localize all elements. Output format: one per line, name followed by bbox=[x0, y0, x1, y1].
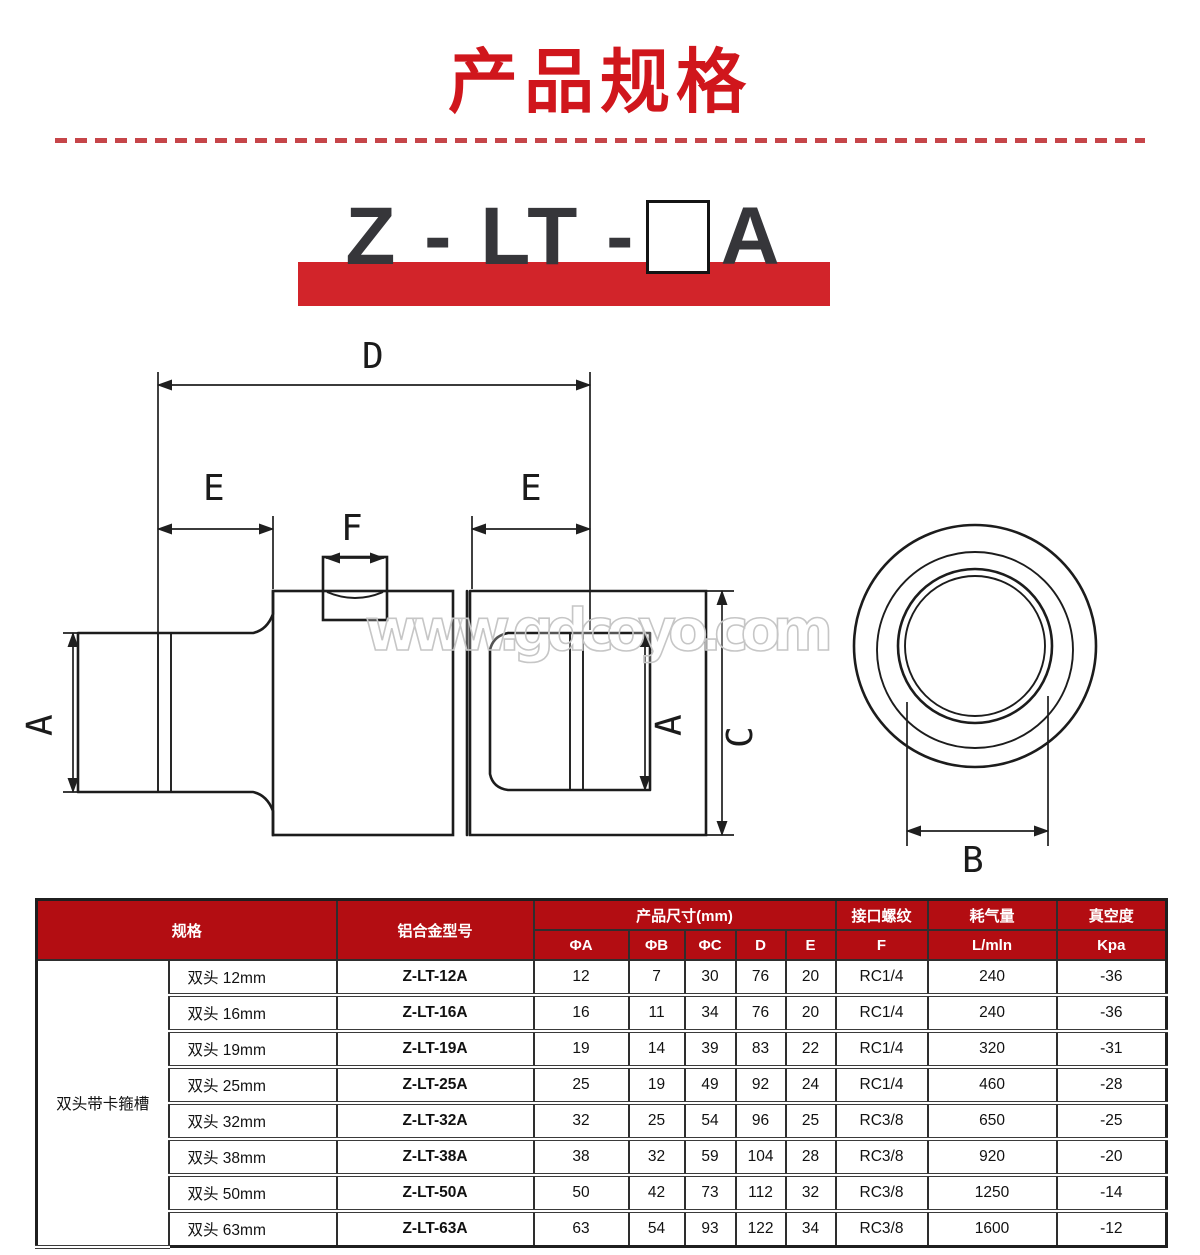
dim-label-a-left: A bbox=[20, 714, 61, 736]
header-thread-group: 接口螺纹 bbox=[834, 898, 929, 931]
dim-label-e-left: E bbox=[203, 468, 225, 509]
model-code-banner: Z - LT - A bbox=[298, 196, 830, 308]
header-air-sub: L/mln bbox=[926, 929, 1058, 961]
page-title: 产品规格 bbox=[448, 43, 752, 121]
table-row: 双头 32mm Z-LT-32A 32 25 54 96 25 RC3/8 65… bbox=[37, 1102, 1168, 1141]
model-placeholder-box bbox=[646, 200, 711, 274]
dim-label-c: C bbox=[720, 726, 761, 748]
model-prefix: Z - LT - bbox=[345, 191, 637, 282]
table-row: 双头 63mm Z-LT-63A 63 54 93 122 34 RC3/8 1… bbox=[37, 1210, 1168, 1248]
table-row: 双头 50mm Z-LT-50A 50 42 73 112 32 RC3/8 1… bbox=[37, 1174, 1168, 1213]
header-vacuum-sub: Kpa bbox=[1055, 929, 1168, 961]
dim-label-d: D bbox=[362, 336, 384, 377]
header-vacuum-group: 真空度 bbox=[1055, 898, 1168, 931]
technical-drawing: D E E F A A C B www.gdcoyo.com bbox=[20, 336, 1098, 881]
header-air-group: 耗气量 bbox=[926, 898, 1058, 931]
model-code: Z - LT - A bbox=[298, 196, 830, 278]
group-label-cell: 双头带卡箍槽 bbox=[35, 959, 170, 1249]
header-phi-c: ΦC bbox=[683, 929, 737, 961]
table-row: 双头 38mm Z-LT-38A 38 32 59 104 28 RC3/8 9… bbox=[37, 1138, 1168, 1177]
front-view: B bbox=[852, 523, 1098, 881]
header-e: E bbox=[784, 929, 837, 961]
dimension-lines: D E E F A A C bbox=[20, 336, 761, 837]
header-alloy-model: 铝合金型号 bbox=[335, 898, 535, 961]
dim-label-f: F bbox=[341, 508, 363, 549]
dim-label-a-right: A bbox=[649, 714, 690, 736]
table-row: 双头 25mm Z-LT-25A 25 19 49 92 24 RC1/4 46… bbox=[37, 1066, 1168, 1105]
watermark-text: www.gdcoyo.com bbox=[365, 596, 835, 664]
header-d: D bbox=[734, 929, 787, 961]
spec-table: 规格 铝合金型号 产品尺寸(mm) 接口螺纹 耗气量 真空度 ΦA ΦB ΦC … bbox=[35, 898, 1169, 1249]
model-red-bar bbox=[298, 262, 830, 306]
header-phi-a: ΦA bbox=[532, 929, 630, 961]
header-spec: 规格 bbox=[35, 898, 338, 961]
dashed-separator bbox=[55, 138, 1145, 143]
table-row: 双头 16mm Z-LT-16A 16 11 34 76 20 RC1/4 24… bbox=[37, 994, 1168, 1033]
dim-label-b: B bbox=[962, 840, 984, 881]
header-phi-b: ΦB bbox=[627, 929, 686, 961]
table-row: 双头带卡箍槽 双头 12mm Z-LT-12A 12 7 30 76 20 RC… bbox=[35, 959, 1168, 1249]
header-thread-sub: F bbox=[834, 929, 929, 961]
dim-label-e-right: E bbox=[520, 468, 542, 509]
table-header: 规格 铝合金型号 产品尺寸(mm) 接口螺纹 耗气量 真空度 ΦA ΦB ΦC … bbox=[35, 898, 1168, 961]
header-product-size: 产品尺寸(mm) bbox=[532, 898, 837, 931]
model-suffix: A bbox=[720, 191, 783, 282]
table-row: 双头 19mm Z-LT-19A 19 14 39 83 22 RC1/4 32… bbox=[37, 1030, 1168, 1069]
